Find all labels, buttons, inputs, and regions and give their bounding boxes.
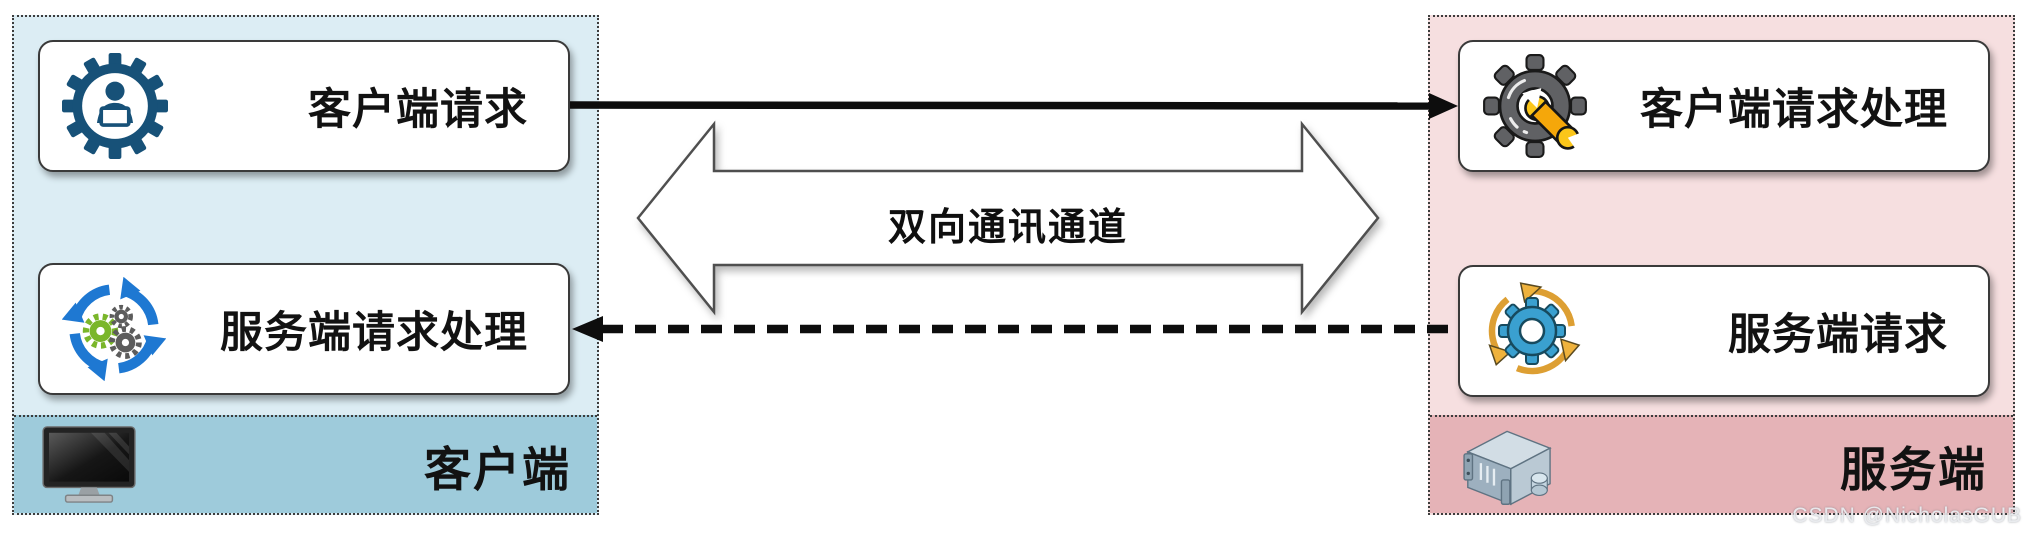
solid-request-arrow bbox=[569, 93, 1458, 119]
developer-gear-icon bbox=[62, 53, 168, 159]
client-panel-label: 客户端 bbox=[424, 444, 571, 497]
server-request-handling-card: 服务端请求处理 bbox=[38, 263, 570, 395]
client-request-processing-card: 客户端请求处理 bbox=[1458, 40, 1990, 172]
server-request-handling-label: 服务端请求处理 bbox=[220, 310, 528, 357]
dashed-response-arrow bbox=[572, 316, 1458, 342]
client-strip: 客户端 bbox=[14, 415, 597, 513]
client-request-processing-label: 客户端请求处理 bbox=[1640, 87, 1948, 134]
server-icon bbox=[1463, 430, 1552, 506]
watermark: CSDN @NicholasGUB bbox=[1792, 504, 2022, 527]
client-request-card: 客户端请求 bbox=[38, 40, 570, 172]
gear-cycle-icon bbox=[1488, 282, 1581, 375]
server-request-label: 服务端请求 bbox=[1728, 312, 1948, 359]
monitor-icon bbox=[42, 426, 136, 503]
channel-label: 双向通讯通道 bbox=[887, 207, 1128, 249]
server-request-card: 服务端请求 bbox=[1458, 265, 1990, 397]
gear-wrench-icon bbox=[1483, 54, 1587, 158]
client-request-label: 客户端请求 bbox=[308, 87, 528, 134]
server-panel-label: 服务端 bbox=[1840, 444, 1987, 497]
server-strip: 服务端 bbox=[1430, 415, 2013, 513]
sync-gears-icon bbox=[62, 277, 166, 381]
